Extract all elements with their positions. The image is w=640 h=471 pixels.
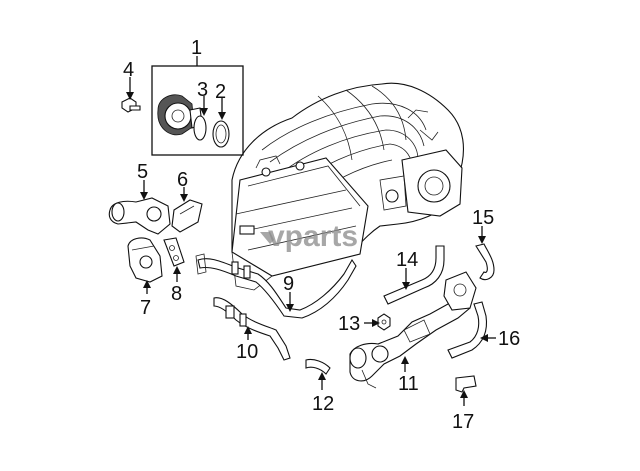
bypass-pipe <box>195 253 357 319</box>
lower-hose <box>447 301 488 359</box>
callout-9: 9 <box>283 273 294 295</box>
callout-13: 13 <box>338 313 360 335</box>
upper-hose <box>475 243 495 281</box>
heater-pipe <box>213 297 291 361</box>
outlet-housing <box>127 237 163 283</box>
callout-11: 11 <box>398 373 419 395</box>
water-pump-assembly <box>151 65 244 156</box>
hose-bracket <box>455 375 477 393</box>
leader-lines <box>126 56 496 406</box>
engine-illustration <box>231 82 464 291</box>
callout-1: 1 <box>191 37 202 59</box>
callout-2: 2 <box>215 81 226 103</box>
callout-10: 10 <box>236 341 258 363</box>
gasket-part <box>163 237 185 267</box>
callout-15: 15 <box>472 207 494 229</box>
water-outlet-assembly <box>349 271 477 389</box>
watermark-text: vparts <box>268 220 358 253</box>
coolant-hose <box>383 245 445 305</box>
callout-12: 12 <box>312 393 334 415</box>
bolt-part <box>121 97 141 113</box>
callout-14: 14 <box>396 249 418 271</box>
callout-17: 17 <box>452 411 474 433</box>
callout-6: 6 <box>177 169 188 191</box>
temp-sensor <box>377 313 391 331</box>
callout-8: 8 <box>171 283 182 305</box>
small-hose <box>305 358 331 375</box>
watermark-logo: vparts <box>260 220 358 253</box>
callout-labels: 1 2 3 4 5 6 7 8 9 10 11 12 13 14 15 16 1… <box>123 37 520 433</box>
callout-5: 5 <box>137 161 148 183</box>
callout-4: 4 <box>123 59 134 81</box>
thermostat-part <box>171 199 203 233</box>
thermostat-housing <box>108 197 171 235</box>
callout-3: 3 <box>197 79 208 101</box>
callout-16: 16 <box>498 328 520 350</box>
callout-7: 7 <box>140 297 151 319</box>
